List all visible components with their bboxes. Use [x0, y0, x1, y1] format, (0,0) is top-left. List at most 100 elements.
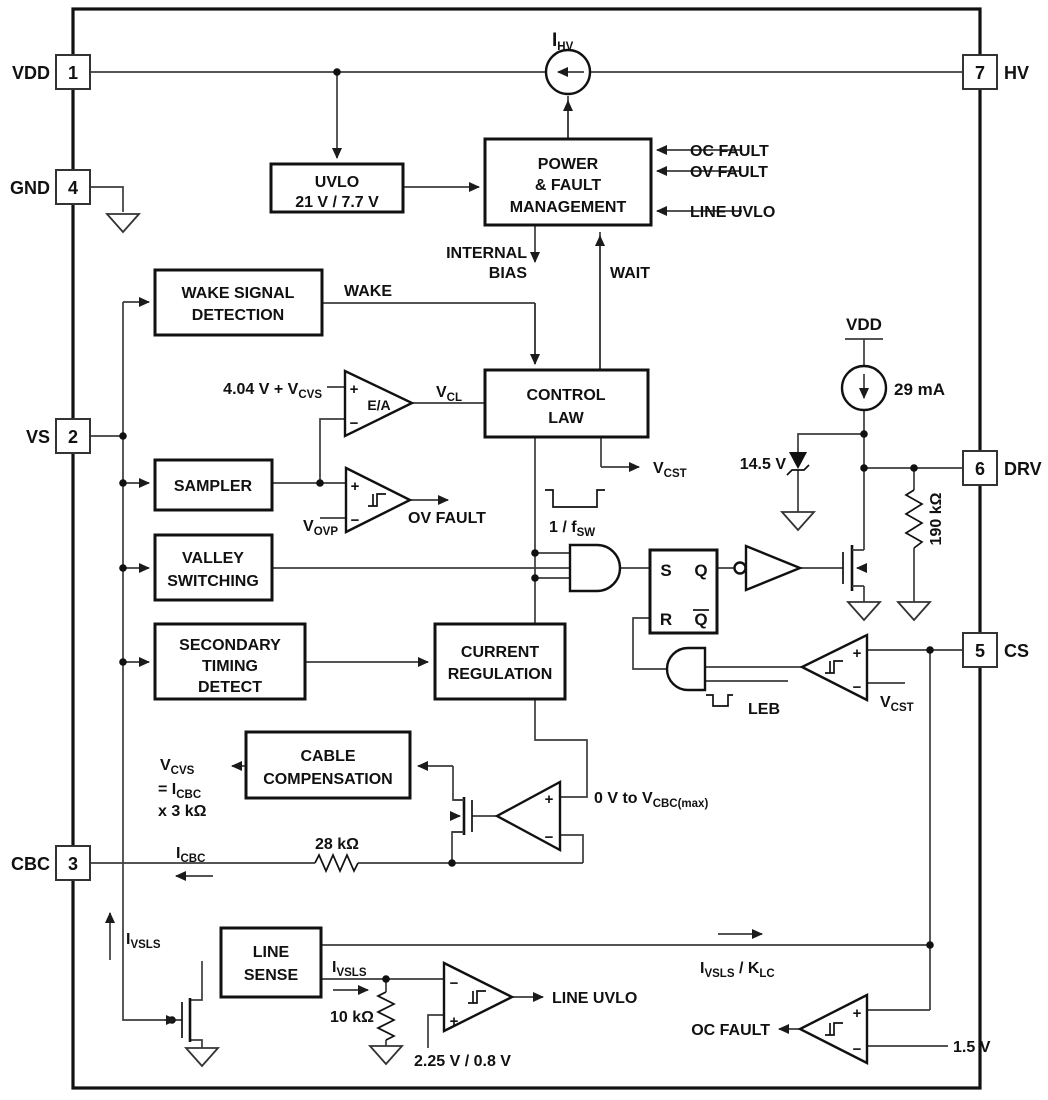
block-sampler: SAMPLER [153, 458, 274, 512]
icbc-eq-label: = ICBC [158, 781, 201, 801]
pin-cs: 5 CS [962, 632, 1029, 668]
line-uvlo-comparator: − + [442, 961, 515, 1033]
hysteresis-icon [468, 990, 486, 1004]
oc-comparator: + − [797, 993, 869, 1065]
pin-label: GND [10, 178, 50, 198]
oc-fault-out-label: OC FAULT [691, 1022, 770, 1039]
current-29ma-label: 29 mA [894, 380, 945, 399]
valley-line1: VALLEY [182, 550, 244, 567]
block-uvlo: UVLO 21 V / 7.7 V [269, 162, 405, 214]
ov-fault-in-label: OV FAULT [690, 164, 768, 181]
block-secondary-timing-detect: SECONDARY TIMING DETECT [153, 622, 307, 701]
cablecomp-line2: COMPENSATION [263, 771, 392, 788]
pin-number: 4 [68, 178, 78, 198]
block-current-regulation: CURRENT REGULATION [433, 622, 567, 701]
currentreg-line1: CURRENT [461, 644, 539, 661]
line-uvlo-out-label: LINE UVLO [552, 990, 637, 1007]
plus-sign: + [853, 645, 862, 662]
ivsls-klc-label: IVSLS / KLC [700, 960, 775, 980]
plus-sign: + [450, 1013, 459, 1030]
internal-bias-label1: INTERNAL [446, 245, 527, 262]
zener-voltage-label: 14.5 V [740, 456, 787, 473]
error-amplifier: + − E/A [343, 369, 415, 438]
resistor-10k: 10 kΩ [330, 991, 396, 1041]
pin-label: VS [26, 427, 50, 447]
sectime-line3: DETECT [198, 679, 262, 696]
vdd-internal-label: VDD [846, 315, 882, 334]
pin-number: 5 [975, 641, 985, 661]
pin-label: VDD [12, 63, 50, 83]
line-uvlo-ref-label: 2.25 V / 0.8 V [414, 1053, 511, 1070]
ivsls-rail-label: IVSLS [126, 931, 161, 951]
uvlo-line1: UVLO [315, 174, 359, 191]
pin-label: HV [1004, 63, 1029, 83]
cable-comp-mosfet [450, 797, 473, 835]
resistor-28k-label: 28 kΩ [315, 836, 359, 853]
line-uvlo-in-label: LINE UVLO [690, 204, 775, 221]
pin-label: DRV [1004, 459, 1042, 479]
line-sense-mosfet [164, 998, 192, 1042]
latch-qbar-label: Q [694, 610, 707, 629]
ivsls-out-label: IVSLS [332, 959, 367, 979]
minus-sign: − [853, 1041, 862, 1058]
plus-sign: + [350, 381, 359, 398]
ground-icon [845, 601, 883, 622]
ground-icon [779, 511, 817, 532]
linesense-line2: SENSE [244, 967, 299, 984]
block-valley-switching: VALLEY SWITCHING [153, 533, 274, 602]
minus-sign: − [351, 512, 360, 529]
block-control-law: CONTROL LAW [483, 368, 650, 439]
sampler-line1: SAMPLER [174, 478, 253, 495]
block-line-sense: LINE SENSE [219, 926, 323, 999]
fsw-label: 1 / fSW [549, 519, 595, 539]
ground-icon [895, 601, 933, 622]
ea-label: E/A [367, 397, 390, 413]
vcl-label: VCL [436, 384, 462, 404]
inverter-bubble-icon [733, 561, 747, 575]
pin-number: 6 [975, 459, 985, 479]
ihv-label: IHV [552, 30, 574, 53]
oc-fault-in-label: OC FAULT [690, 143, 769, 160]
drv-mosfet [842, 545, 867, 591]
pfm-line1: POWER [538, 156, 599, 173]
ea-ref-label: 4.04 V + VCVS [223, 381, 322, 401]
pin-vs: 2 VS [26, 418, 91, 454]
pwm-and-gate [568, 543, 622, 593]
vcst-out-label: VCST [653, 460, 687, 480]
signal-arrows [105, 72, 800, 1034]
ov-fault-out-label: OV FAULT [408, 510, 486, 527]
vcst-ref-label: VCST [880, 694, 914, 714]
sectime-line1: SECONDARY [179, 637, 281, 654]
block-power-fault-management: POWER & FAULT MANAGEMENT [483, 137, 653, 227]
resistor-190k-label: 190 kΩ [928, 492, 945, 545]
pin-cbc: 3 CBC [11, 845, 91, 881]
drv-current-source: VDD 29 mA [840, 315, 945, 412]
vcbc-range-label: 0 V to VCBC(max) [594, 790, 708, 810]
minus-sign: − [853, 679, 862, 696]
cablecomp-line1: CABLE [300, 748, 355, 765]
oc-and-gate: LEB [665, 646, 780, 718]
signal-labels: OC FAULT OV FAULT LINE UVLO INTERNAL BIA… [126, 143, 991, 1070]
latch-q-label: Q [694, 561, 707, 580]
leb-label: LEB [748, 701, 780, 718]
linesense-line1: LINE [253, 944, 290, 961]
oc-ref-label: 1.5 V [953, 1039, 991, 1056]
sectime-line2: TIMING [202, 658, 258, 675]
pin-drv: 6 DRV [962, 450, 1042, 486]
pin-number: 3 [68, 854, 78, 874]
x3k-label: x 3 kΩ [158, 803, 207, 820]
block-wake-signal-detection: WAKE SIGNAL DETECTION [153, 268, 324, 337]
plus-sign: + [545, 791, 554, 808]
wake-line1: WAKE SIGNAL [182, 285, 295, 302]
ground-icon [183, 1047, 221, 1068]
plus-sign: + [351, 478, 360, 495]
pin-number: 1 [68, 63, 78, 83]
ground-icon [104, 213, 142, 234]
pin-number: 7 [975, 63, 985, 83]
hysteresis-icon [825, 660, 843, 674]
block-cable-compensation: CABLE COMPENSATION [244, 730, 412, 800]
uvlo-line2: 21 V / 7.7 V [295, 194, 379, 211]
cs-comparator: + − [799, 633, 869, 702]
